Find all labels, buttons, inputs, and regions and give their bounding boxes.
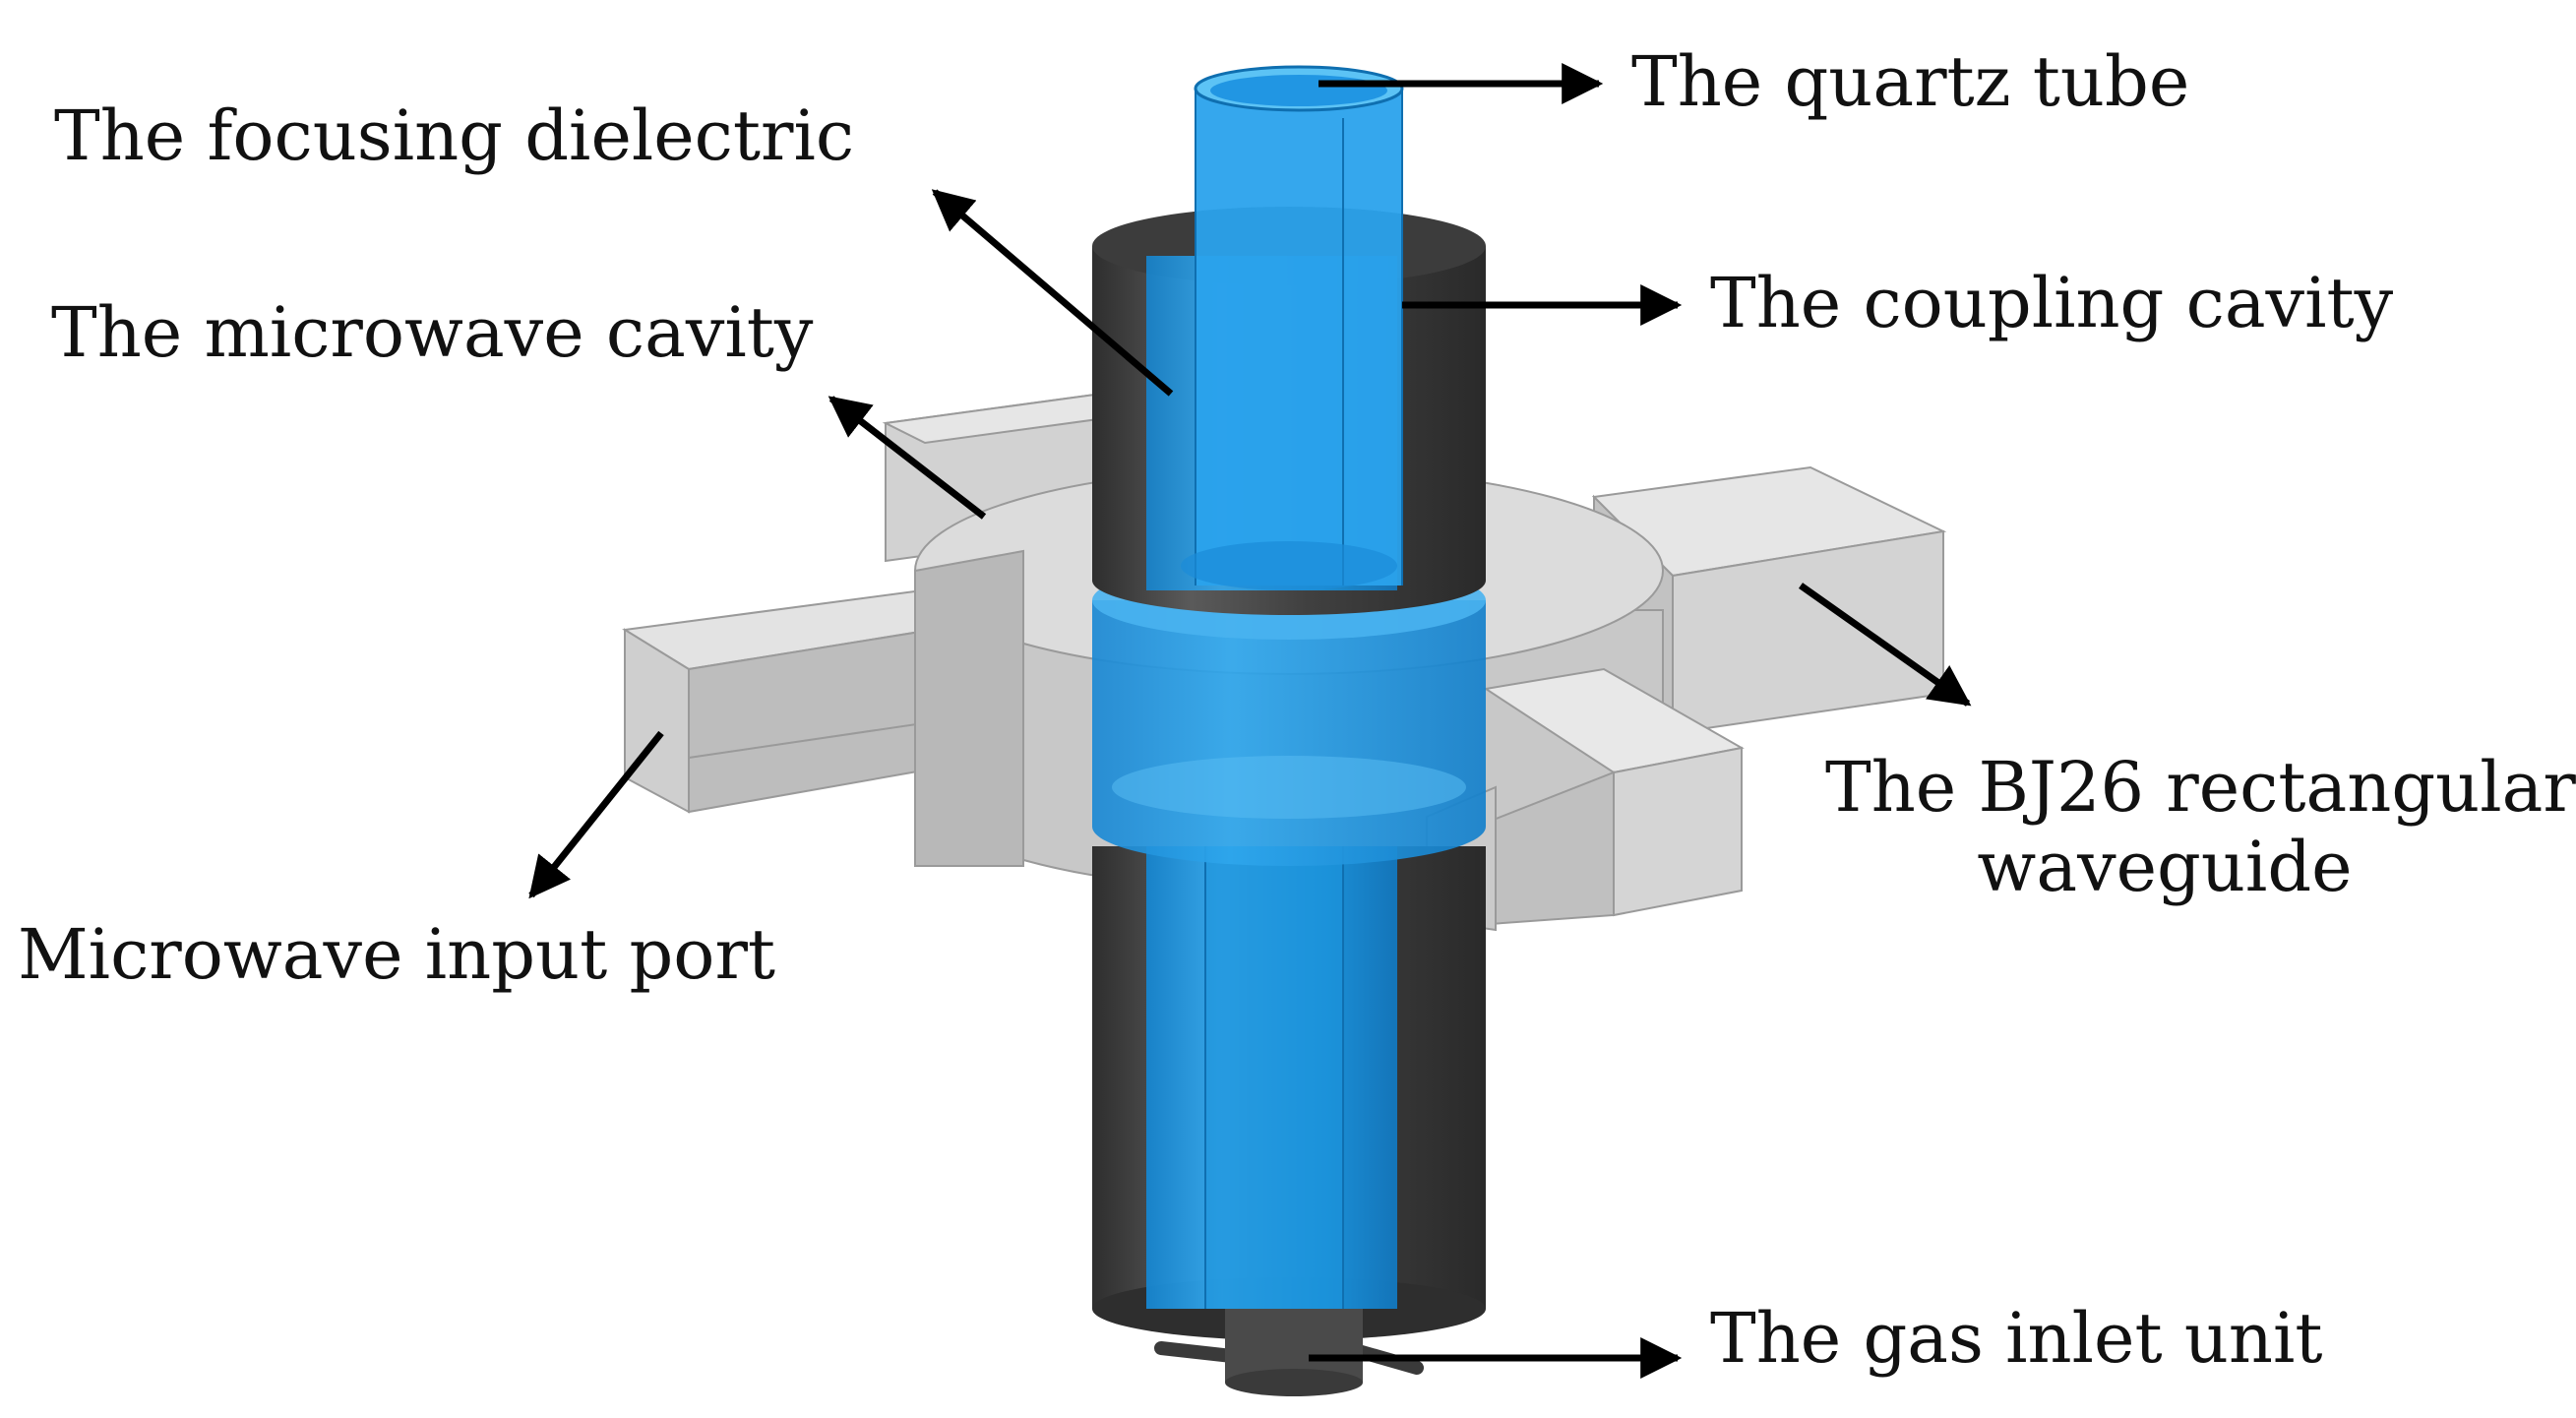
label-coupling-cavity: The coupling cavity — [1710, 263, 2394, 343]
arrow-input-port — [528, 730, 664, 899]
label-bj26-line2: waveguide — [1977, 826, 2353, 907]
quartz-tube-upper — [1146, 65, 1404, 590]
label-focusing-dielectric: The focusing dielectric — [54, 95, 855, 176]
arrow-microwave-cavity — [828, 396, 987, 520]
quartz-tube-lower — [1146, 846, 1397, 1309]
arrow-focusing-dielectric — [931, 189, 1174, 397]
label-gas-inlet: The gas inlet unit — [1710, 1298, 2323, 1379]
label-microwave-cavity: The microwave cavity — [51, 292, 814, 373]
label-input-port: Microwave input port — [18, 914, 776, 995]
label-bj26-waveguide: The BJ26 rectangular waveguide — [1825, 747, 2576, 907]
arrow-bj26-waveguide — [1798, 583, 1972, 707]
label-bj26-line1: The BJ26 rectangular — [1825, 747, 2576, 828]
gas-inlet-unit — [1154, 1309, 1424, 1396]
arrows — [528, 63, 1972, 1379]
label-quartz-tube: The quartz tube — [1631, 41, 2190, 122]
